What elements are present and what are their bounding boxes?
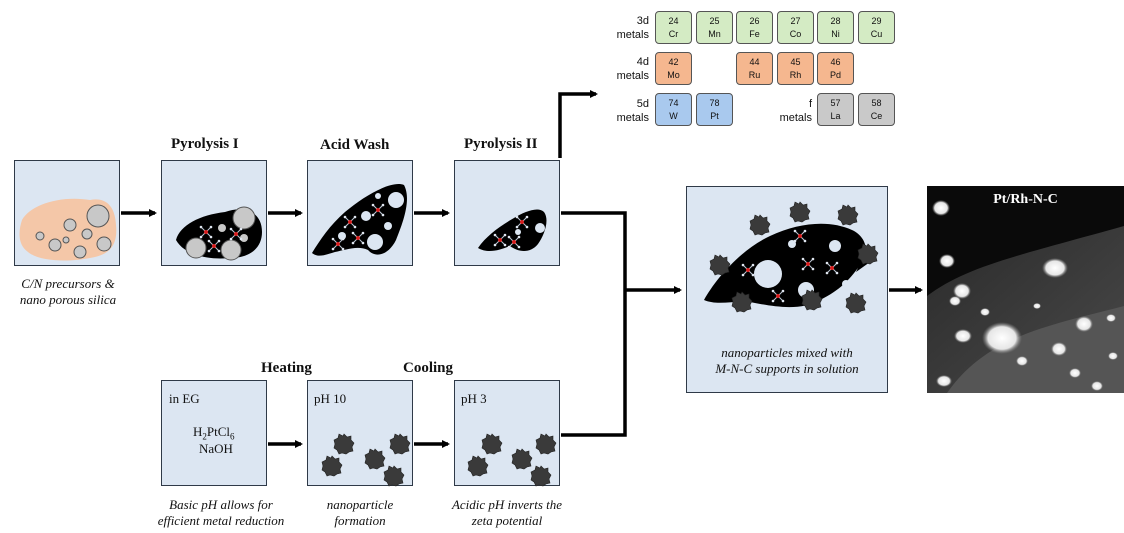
element-number: 78 [709,98,720,108]
stage-title-pyrolysis1: Pyrolysis I [171,136,239,152]
label-in-eg: in EG [169,391,200,406]
caption-acidic-line2: zeta potential [471,513,543,528]
stage-title-cooling: Cooling [403,360,454,376]
element-number: 27 [790,16,801,26]
caption-formation: nanoparticle formation [300,497,420,529]
pt-group-label: f metals [760,97,812,125]
element-symbol: Mo [667,70,680,80]
pt-group-label-top: 5d [636,98,649,110]
flow-arrows [121,90,923,448]
pt-group-label-top: f [808,98,812,110]
element-symbol: Ni [831,29,840,39]
reagent1-sub2: 6 [230,431,235,442]
pt-group-label: 3d metals [602,14,649,42]
element-number: 46 [830,57,841,67]
element-number: 45 [790,57,801,67]
caption-precursors: C/N precursors & nano porous silica [0,276,136,308]
element-number: 42 [668,57,679,67]
caption-precursors-line2: nano porous silica [19,292,117,307]
caption-basic-ph: Basic pH allows for efficient metal redu… [146,497,296,529]
caption-precursors-line1: C/N precursors & [21,276,115,291]
pt-group-label: 5d metals [602,97,649,125]
reagent1-main: H [193,424,203,439]
pt-group-label-bottom: metals [616,112,649,124]
precursor-mixture [19,198,117,261]
caption-formation-line1: nanoparticle [326,497,394,512]
element-number: 24 [668,16,679,26]
caption-mixed: nanoparticles mixed with M-N-C supports … [686,345,888,377]
porous-carbon [312,184,407,256]
element-symbol: Rh [789,70,802,80]
stage-title-acid-wash: Acid Wash [320,137,390,153]
panel-eg [161,380,267,486]
pt-group-label-bottom: metals [616,29,649,41]
nanoparticles-ph3 [467,433,557,487]
stage-title-pyrolysis2: Pyrolysis II [464,136,538,152]
element-symbol: Pt [710,111,719,121]
caption-formation-line2: formation [334,513,386,528]
element-number: 29 [871,16,882,26]
carbon-with-silica [176,206,262,261]
nanoparticles-ph10 [321,433,411,487]
element-symbol: Cr [668,29,679,39]
reagent1-mid: PtCl [206,424,231,439]
reagent-chloroplatinic-acid: H2PtCl6 [193,424,235,442]
caption-basic-line1: Basic pH allows for [169,497,273,512]
element-symbol: Fe [749,29,760,39]
caption-mixed-line2: M-N-C supports in solution [715,361,859,376]
caption-acidic-line1: Acidic pH inverts the [451,497,563,512]
stage-title-heating: Heating [261,360,312,376]
reagent1-sub1: 2 [202,431,207,442]
element-symbol: Ru [748,70,761,80]
element-number: 57 [830,98,841,108]
pt-group-label-bottom: metals [779,112,812,124]
reagent-naoh: NaOH [199,441,233,456]
caption-acidic-ph: Acidic pH inverts the zeta potential [437,497,577,529]
element-symbol: Cu [870,29,883,39]
element-symbol: Ce [870,111,883,121]
element-number: 44 [749,57,760,67]
label-ph3: pH 3 [461,391,487,406]
element-symbol: Co [789,29,802,39]
element-symbol: Pd [829,70,841,80]
pt-group-label-bottom: metals [616,70,649,82]
element-number: 74 [668,98,679,108]
pt-group-label-top: 3d [636,15,649,27]
tem-title: Pt/Rh-N-C [993,192,1058,207]
mnc-support [478,209,547,252]
caption-basic-line2: efficient metal reduction [157,513,285,528]
caption-mixed-line1: nanoparticles mixed with [721,345,853,360]
tem-image: Pt/Rh-N-C [927,186,1124,393]
label-ph10: pH 10 [314,391,347,406]
tem-micrograph [927,186,1124,393]
element-number: 58 [871,98,882,108]
element-number: 26 [749,16,760,26]
mixed-support-particles [704,201,879,314]
element-symbol: La [830,111,841,121]
pt-group-label-top: 4d [636,56,649,68]
element-symbol: Mn [708,29,721,39]
element-number: 25 [709,16,720,26]
element-number: 28 [830,16,841,26]
element-symbol: W [669,111,678,121]
pt-group-label: 4d metals [602,55,649,83]
